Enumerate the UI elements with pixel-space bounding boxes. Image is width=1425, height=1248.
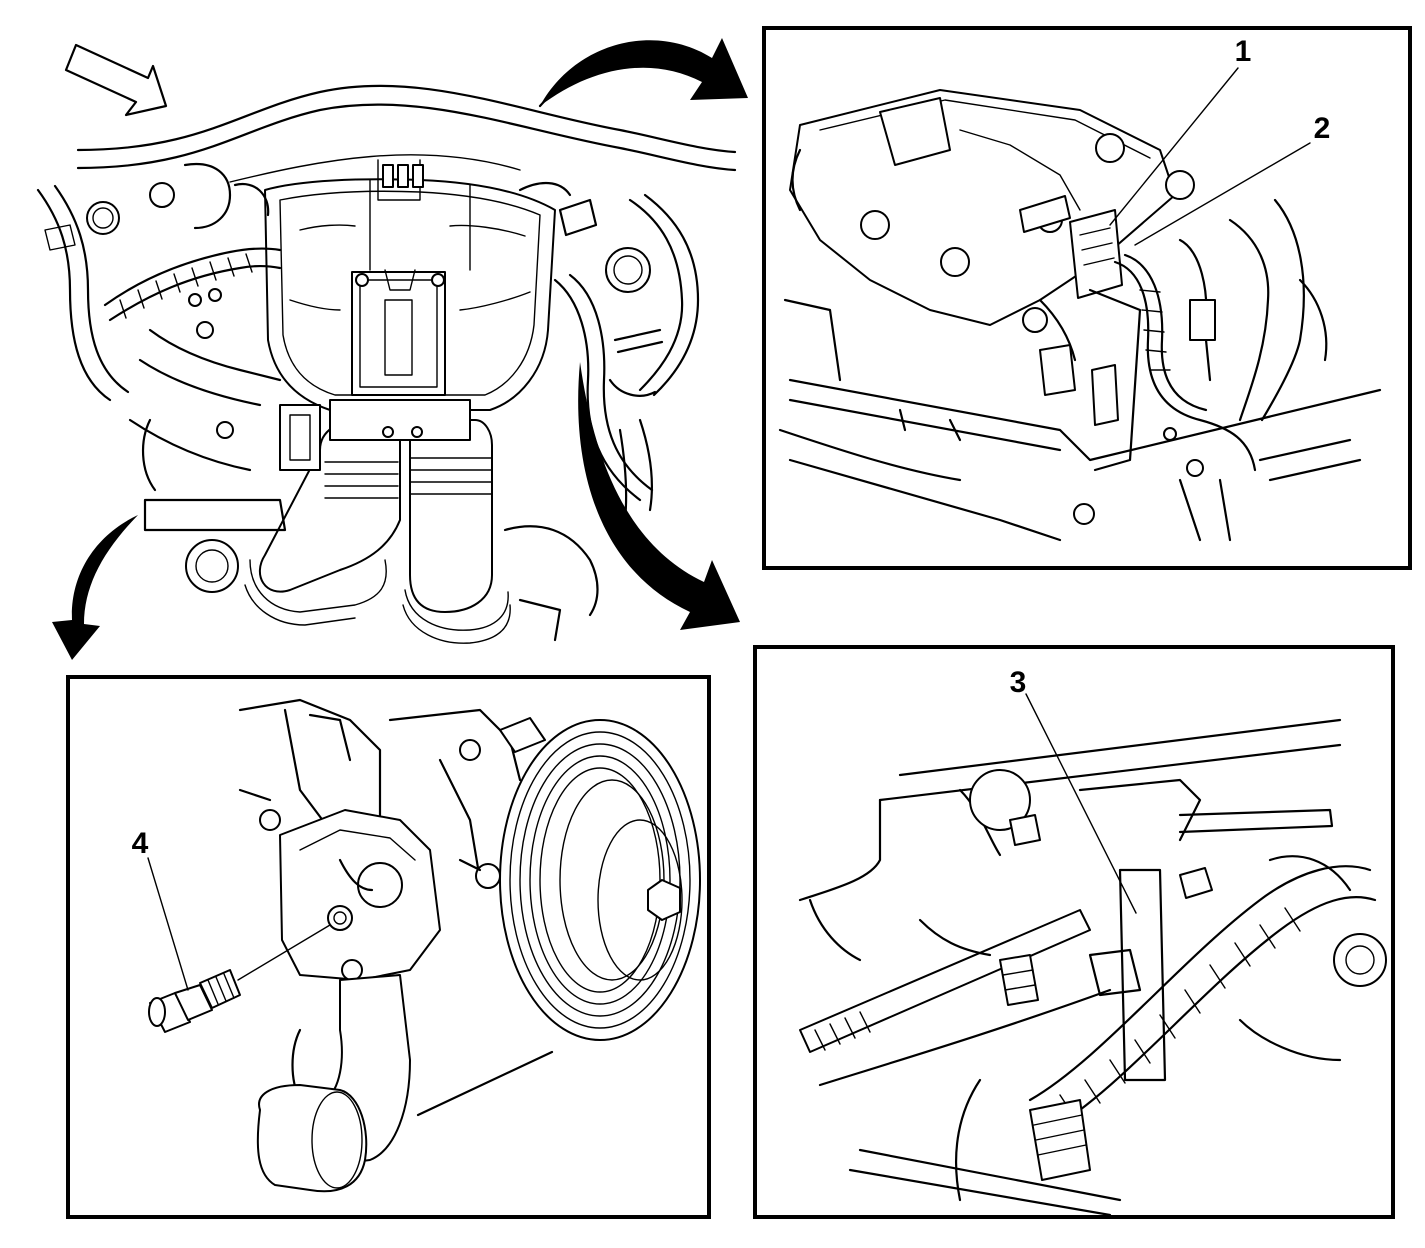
callout-2-label: 2: [1314, 112, 1331, 145]
callout-3-label: 3: [1010, 666, 1027, 699]
arrow-to-top-right-view-icon: [538, 38, 748, 108]
crankshaft-pulley: [499, 719, 701, 1041]
front-direction-arrow-icon: [64, 43, 168, 117]
detail-view-lower-left: [66, 675, 711, 1219]
callout-1-leader: [1109, 67, 1239, 226]
sensor-part: [148, 924, 331, 1033]
callout-3-leader: [1025, 693, 1137, 914]
callout-2-leader: [1134, 142, 1311, 246]
engine-overview: [36, 38, 748, 660]
callout-4-label: 4: [132, 827, 149, 860]
detail-view-upper-right: [762, 26, 1412, 570]
arrow-to-bottom-right-view-icon: [578, 362, 740, 630]
arrow-to-bottom-left-view-icon: [52, 515, 138, 660]
callout-1-label: 1: [1235, 35, 1252, 68]
callout-4-leader: [147, 857, 189, 991]
detail-view-lower-right: [753, 645, 1395, 1219]
